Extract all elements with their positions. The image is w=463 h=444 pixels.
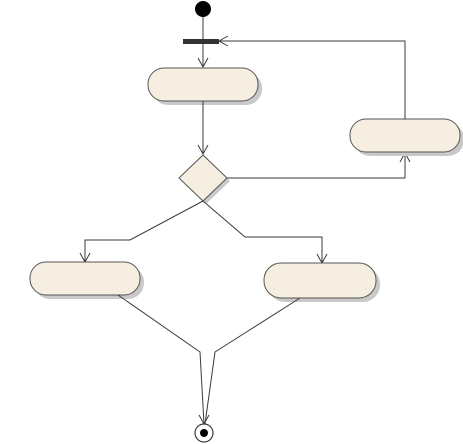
- edge-decision-to-action-right: [227, 151, 411, 179]
- action-top[interactable]: [147, 67, 262, 105]
- fork-bar[interactable]: [183, 39, 219, 44]
- edge-action-top-to-decision: [197, 101, 209, 156]
- action-left[interactable]: [29, 261, 144, 299]
- edge-action-bottom-right-to-final: [204, 297, 301, 425]
- edge-decision-to-action-bottom-right: [202, 200, 328, 265]
- edge-fork-to-action-top: [197, 44, 209, 69]
- activity-final-node[interactable]: [194, 423, 214, 443]
- edge-action-left-to-final: [117, 294, 210, 426]
- decision-node[interactable]: [178, 154, 230, 204]
- initial-node[interactable]: [195, 1, 211, 17]
- edge-decision-to-action-left: [79, 200, 204, 264]
- edge-action-right-to-fork: [217, 35, 406, 119]
- action-right[interactable]: [349, 118, 463, 156]
- action-bottom-right[interactable]: [263, 262, 380, 302]
